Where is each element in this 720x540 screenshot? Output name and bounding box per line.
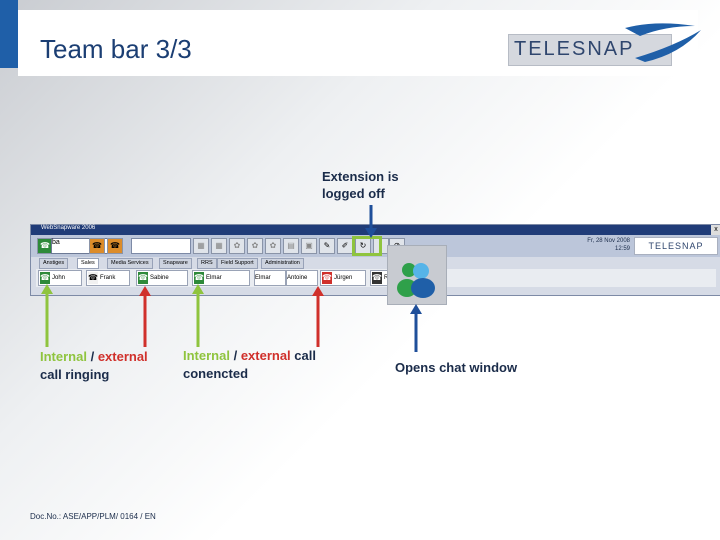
app-window: WebSnapware 2006 x ☎ ba ☎ ☎ ▦ ▦ ✿ ✿ ✿ ▤ … [30, 224, 720, 296]
annotation-connected-external: external [240, 348, 291, 363]
team-member[interactable]: Antoine [286, 270, 318, 286]
settings-icon[interactable]: ✎ [319, 238, 335, 254]
group-tabs: Anstiges Sales Media Services Snapware R… [39, 258, 719, 269]
annotation-connected-internal: Internal [183, 348, 230, 363]
window-titlebar [31, 225, 720, 235]
member-name: John [52, 275, 66, 281]
team-bar: ☎John ☎Frank ☎Sabine ☎Elmar Elmar Antoin… [36, 269, 716, 287]
gear-icon[interactable]: ✿ [247, 238, 263, 254]
team-member[interactable]: Elmar [254, 270, 286, 286]
member-name: Antoine [287, 275, 308, 281]
slide-title: Team bar 3/3 [40, 34, 192, 64]
annotation-connected-separator: / [229, 348, 241, 363]
member-name: Elmar [255, 275, 271, 281]
connected-phone-icon: ☎ [138, 272, 148, 284]
tab-group-2[interactable]: Media Services [107, 258, 153, 269]
annotation-connected-call: call [290, 348, 316, 363]
chat-people-icon [397, 263, 435, 298]
tab-group-0[interactable]: Anstiges [39, 258, 69, 269]
team-member[interactable]: ☎Elmar [192, 270, 250, 286]
print-icon[interactable]: ▤ [283, 238, 299, 254]
annotation-ringing-separator: / [86, 349, 98, 364]
tab-group-6[interactable]: Administration [261, 258, 304, 269]
document-number: Doc.No.: ASE/APP/PLM/ 0164 / EN [30, 512, 156, 521]
grid-icon[interactable]: ▦ [193, 238, 209, 254]
gear-icon[interactable]: ✿ [265, 238, 281, 254]
edit-icon[interactable]: ✐ [337, 238, 353, 254]
connected-phone-icon: ☎ [322, 272, 332, 284]
logged-off-highlight [352, 236, 382, 256]
annotation-chat: Opens chat window [395, 360, 518, 375]
team-member[interactable]: ☎John [38, 270, 82, 286]
window-title: WebSnapware 2006 [41, 225, 96, 231]
annotation-connected-text: conencted [183, 366, 249, 381]
close-button[interactable]: x [711, 225, 720, 235]
annotation-ringing-text: call ringing [40, 367, 110, 382]
member-name: Frank [100, 275, 116, 281]
logged-off-phone-icon: ☎ [372, 272, 382, 284]
brand-swoosh-icon [625, 23, 701, 62]
left-accent-strip [0, 0, 18, 68]
annotation-ringing: Internal / external call ringing [40, 348, 180, 384]
date-line: Fr, 28 Nov 2008 [587, 238, 630, 244]
annotation-ringing-internal: Internal [40, 349, 87, 364]
tab-group-3[interactable]: Snapware [159, 258, 192, 269]
connected-phone-icon: ☎ [194, 272, 204, 284]
tab-group-1[interactable]: Sales [77, 258, 99, 269]
member-name: Jürgen [334, 275, 353, 281]
transfer-button-icon[interactable]: ☎ [107, 238, 123, 254]
copy-icon[interactable]: ▣ [301, 238, 317, 254]
brand-logo-text: TELESNAP [514, 38, 635, 60]
dial-input[interactable] [131, 238, 191, 254]
call-button-icon[interactable]: ☎ [89, 238, 105, 254]
team-member[interactable]: ☎Jürgen [320, 270, 366, 286]
team-member[interactable]: ☎Frank [86, 270, 130, 286]
app-brand-logo: TELESNAP [634, 237, 718, 255]
gear-icon[interactable]: ✿ [229, 238, 245, 254]
team-member[interactable]: ☎Sabine [136, 270, 188, 286]
date-display: Fr, 28 Nov 2008 12:59 [586, 237, 630, 253]
ringing-phone-icon: ☎ [88, 272, 98, 284]
time-line: 12:59 [614, 246, 630, 252]
member-name: Elmar [206, 275, 222, 281]
annotation-connected: Internal / external call conencted [183, 347, 343, 383]
member-name: Sabine [150, 275, 169, 281]
annotation-ringing-external: external [97, 349, 148, 364]
tab-group-4[interactable]: RRS [197, 258, 217, 269]
ringing-phone-icon: ☎ [40, 272, 50, 284]
keypad-icon[interactable]: ▦ [211, 238, 227, 254]
annotation-logged-off: Extension is logged off [322, 169, 399, 201]
tab-group-5[interactable]: Field Support [217, 258, 258, 269]
